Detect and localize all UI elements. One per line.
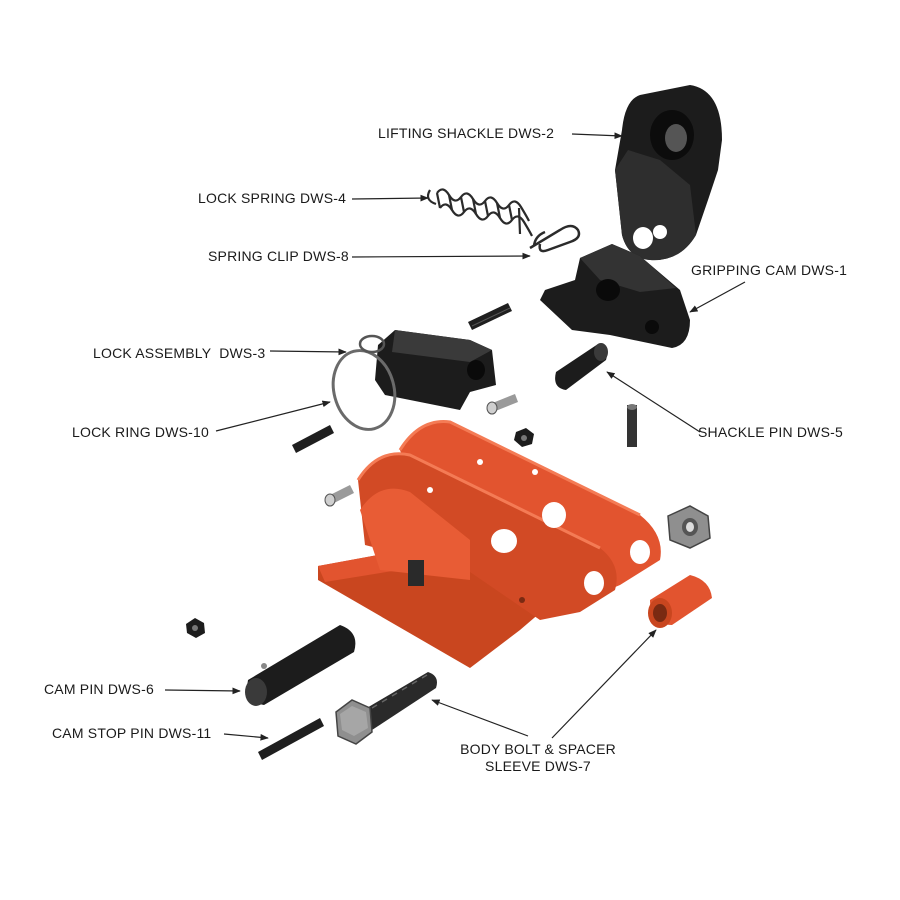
leader-spring-clip	[351, 252, 531, 260]
spring-clip-part	[529, 224, 581, 253]
leader-lock-spring	[351, 194, 429, 202]
leader-lines	[164, 132, 746, 741]
lifting-shackle-part	[615, 85, 722, 261]
set-screw	[627, 404, 637, 447]
leader-lifting-shackle	[571, 132, 623, 140]
lock-assembly-part	[375, 330, 496, 410]
label-lock-spring: LOCK SPRING DWS-4	[198, 190, 347, 206]
leader-body-bolt	[431, 699, 529, 737]
leader-lock-assembly	[269, 348, 347, 356]
label-spring-clip: SPRING CLIP DWS-8	[208, 248, 349, 264]
label-body-bolt-line2: SLEEVE DWS-7	[485, 758, 591, 774]
leader-cam-pin	[164, 687, 241, 695]
spacer-sleeve-part	[648, 575, 712, 628]
label-cam-stop-pin: CAM STOP PIN DWS-11	[52, 725, 212, 741]
label-body-bolt-line1: BODY BOLT & SPACER	[460, 741, 616, 757]
shackle-pin-part	[555, 343, 608, 390]
label-lock-assembly: LOCK ASSEMBLY DWS-3	[93, 345, 266, 361]
label-shackle-pin: SHACKLE PIN DWS-5	[698, 424, 843, 440]
roll-pin-upper	[468, 303, 512, 330]
lock-ring-part	[331, 334, 397, 431]
cam-pin-part	[245, 625, 356, 706]
label-lifting-shackle: LIFTING SHACKLE DWS-2	[378, 125, 555, 141]
label-cam-pin: CAM PIN DWS-6	[44, 681, 154, 697]
body-bolt-part	[335, 672, 437, 745]
cam-stop-pin-part	[258, 718, 324, 760]
main-body-part	[318, 420, 661, 668]
leader-shackle-pin	[606, 371, 701, 433]
hex-nut-part	[667, 505, 711, 549]
leader-cam-stop-pin	[223, 733, 269, 741]
small-nut-left	[186, 618, 205, 638]
lock-spring-part	[426, 188, 533, 237]
label-body-bolt: BODY BOLT & SPACER SLEEVE DWS-7	[458, 741, 618, 775]
gripping-cam-part	[540, 244, 690, 348]
roll-pin-lower	[292, 425, 334, 453]
label-lock-ring: LOCK RING DWS-10	[72, 424, 209, 440]
leader-gripping-cam	[689, 281, 746, 313]
leader-lock-ring	[215, 400, 331, 432]
small-screw-body	[324, 485, 354, 507]
small-screw-lock	[486, 394, 518, 415]
small-nut-upper	[514, 428, 534, 447]
label-gripping-cam: GRIPPING CAM DWS-1	[691, 262, 848, 278]
leader-spacer-sleeve	[551, 629, 657, 739]
